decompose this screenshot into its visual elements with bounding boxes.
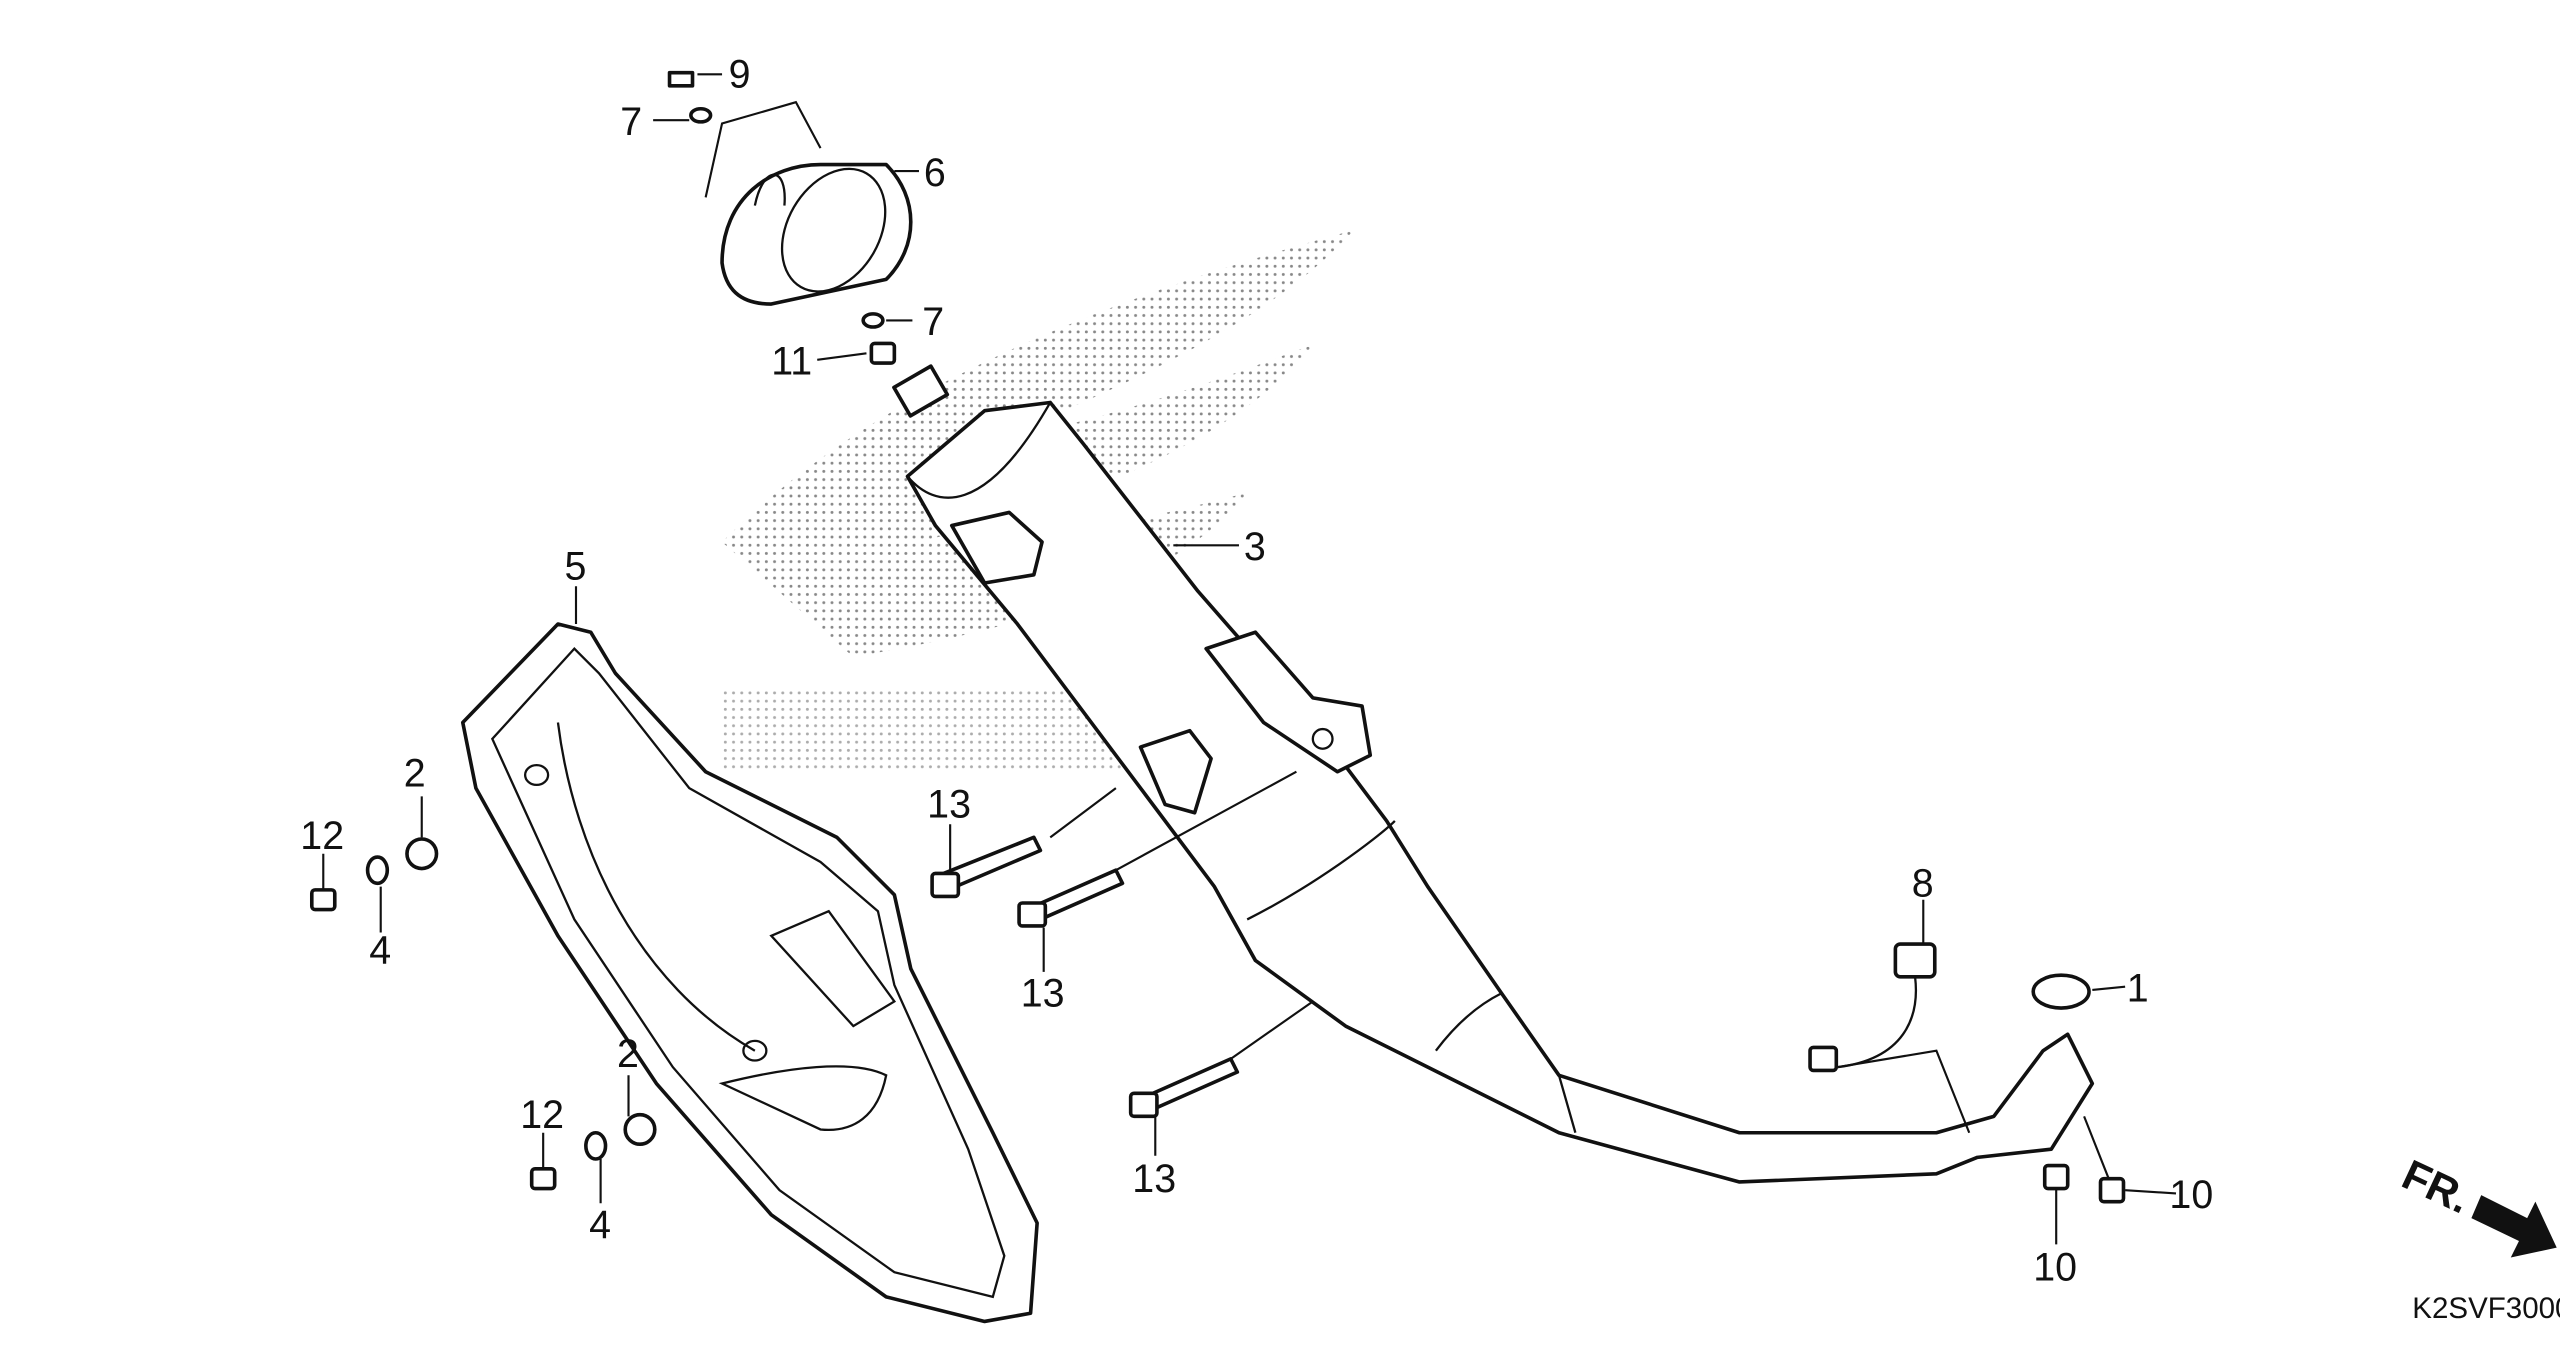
callout-12-upper: 12 xyxy=(300,814,344,858)
leader-lines xyxy=(322,73,2177,1245)
callout-7-bottom: 7 xyxy=(922,300,944,344)
diagram-code: K2SVF3000 xyxy=(2412,1292,2560,1325)
heat-shield-part[interactable] xyxy=(460,622,1039,1324)
callout-7-top: 7 xyxy=(620,100,642,144)
callout-3: 3 xyxy=(1244,525,1266,569)
callout-2-lower: 2 xyxy=(617,1032,639,1076)
callout-1: 1 xyxy=(2127,966,2149,1010)
callout-10-bottom: 10 xyxy=(2033,1245,2077,1289)
callout-4-lower: 4 xyxy=(589,1203,611,1247)
callout-13-b: 13 xyxy=(1021,971,1065,1015)
callout-6: 6 xyxy=(924,151,946,195)
callout-4-upper: 4 xyxy=(369,929,391,973)
arrow-down-right-icon xyxy=(2471,1195,2557,1258)
hardware xyxy=(309,70,2126,1204)
muffler-part[interactable] xyxy=(892,364,2095,1184)
callout-2-upper: 2 xyxy=(404,751,426,795)
callout-9: 9 xyxy=(729,52,751,96)
callout-13-a: 13 xyxy=(927,783,971,827)
callout-8: 8 xyxy=(1912,861,1934,905)
callout-5: 5 xyxy=(565,545,587,589)
tail-cap-part[interactable] xyxy=(720,150,913,310)
callout-11: 11 xyxy=(771,340,812,384)
fr-label: FR. xyxy=(2395,1151,2478,1224)
callout-13-c: 13 xyxy=(1132,1157,1176,1201)
front-direction-marker: FR. xyxy=(2395,1151,2557,1258)
callout-12-lower: 12 xyxy=(520,1093,564,1137)
callout-10-right: 10 xyxy=(2169,1173,2213,1217)
